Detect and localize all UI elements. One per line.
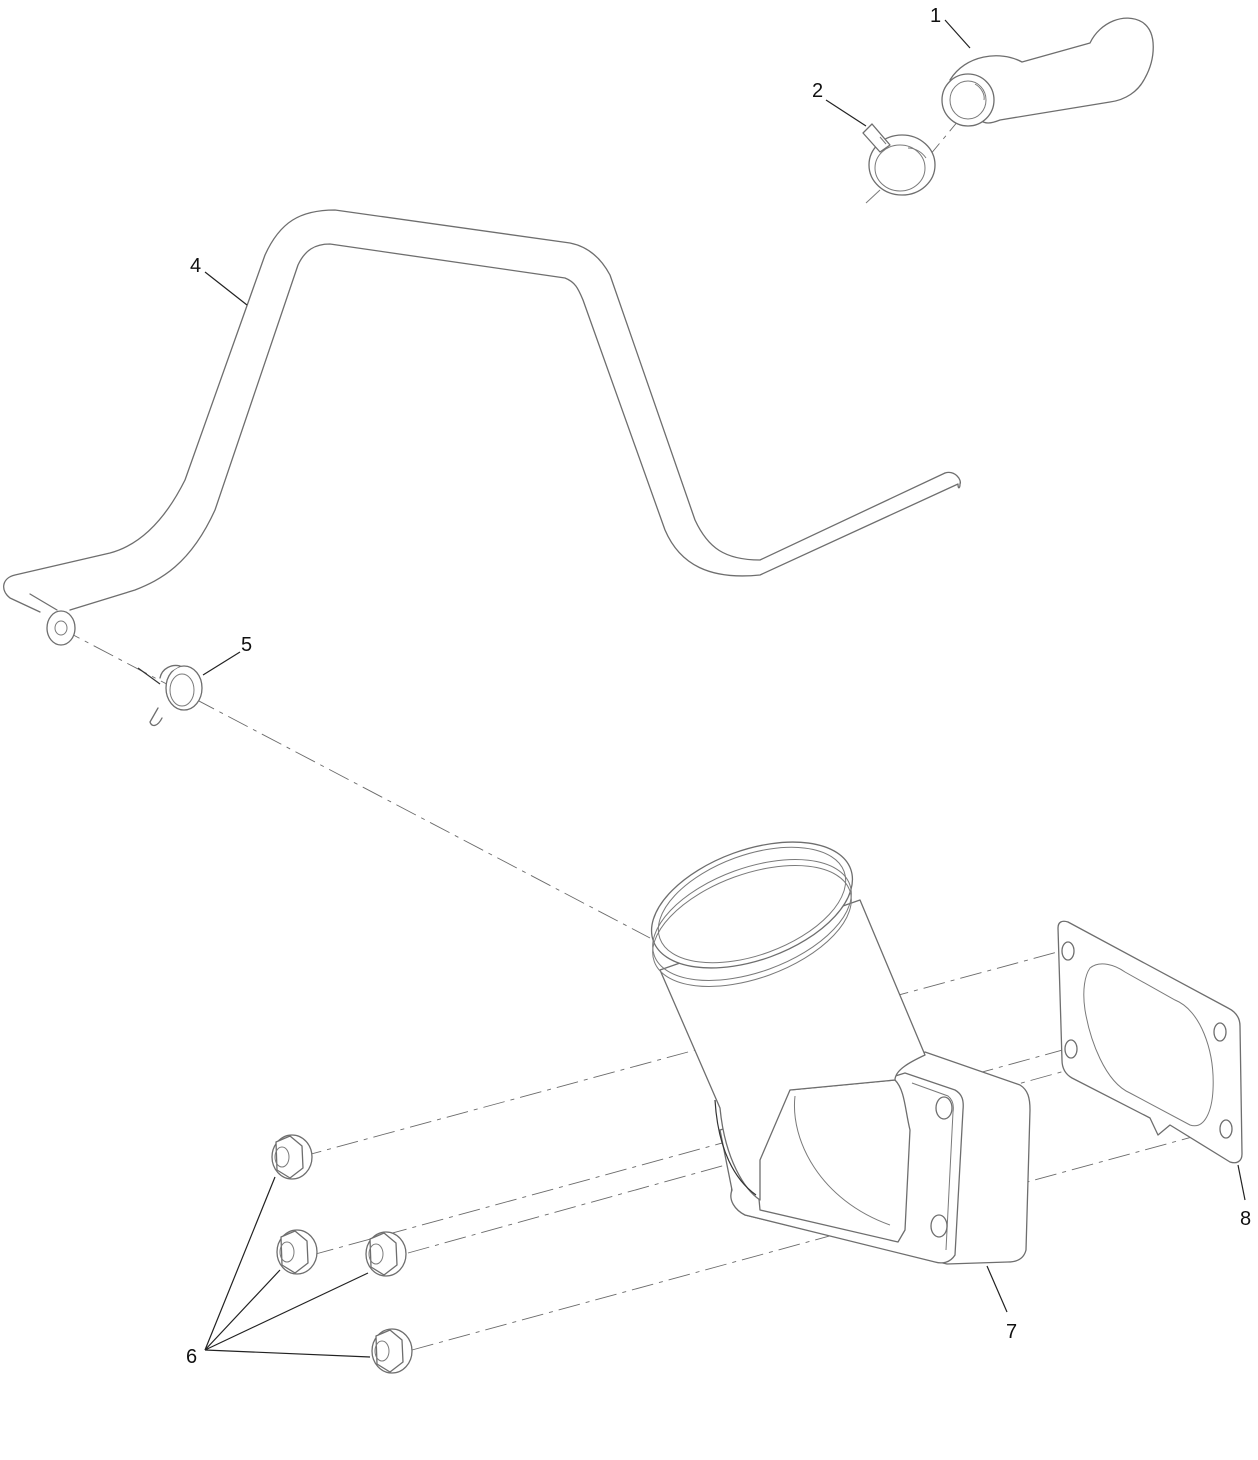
part-6-flange-nut-4[interactable] xyxy=(371,1328,413,1374)
part-1-hose-elbow[interactable] xyxy=(941,17,1154,127)
callout-1: 1 xyxy=(930,5,941,27)
callout-7: 7 xyxy=(1006,1321,1017,1343)
part-6-flange-nut-1[interactable] xyxy=(271,1134,313,1180)
part-7-elbow-pipe[interactable] xyxy=(635,817,1031,1265)
callout-labels: 1 2 4 5 6 7 8 xyxy=(186,5,1251,1368)
callout-8: 8 xyxy=(1240,1208,1251,1230)
part-4-hose-long[interactable] xyxy=(3,209,961,646)
part-8-gasket[interactable] xyxy=(1057,920,1243,1164)
leader-lines xyxy=(202,19,1246,1358)
part-6-flange-nut-3[interactable] xyxy=(365,1231,407,1277)
callout-5: 5 xyxy=(241,634,252,656)
part-6-flange-nut-2[interactable] xyxy=(276,1229,318,1275)
callout-2: 2 xyxy=(812,80,823,102)
callout-6: 6 xyxy=(186,1346,197,1368)
part-2-hose-clamp[interactable] xyxy=(862,123,936,204)
callout-4: 4 xyxy=(190,255,201,277)
assembly-centerlines xyxy=(59,84,1226,1351)
part-5-hose-clamp[interactable] xyxy=(137,664,203,727)
